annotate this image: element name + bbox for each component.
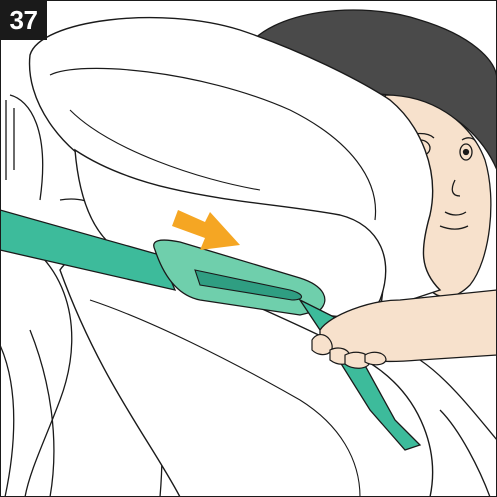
- step-number-badge: 37: [0, 0, 47, 40]
